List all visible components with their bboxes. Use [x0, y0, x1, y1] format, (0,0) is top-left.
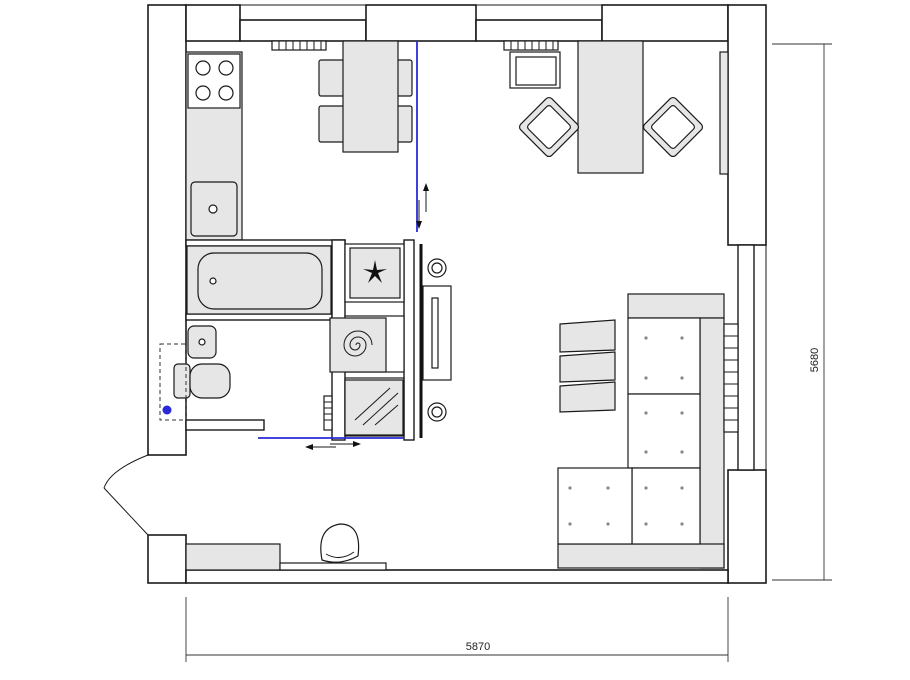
tv-partition	[419, 244, 452, 438]
side-tables	[559, 319, 616, 413]
armchair-right	[642, 96, 704, 158]
washing-machine	[329, 315, 405, 373]
radiator-kitchen	[271, 40, 327, 51]
sliding-arrow-horizontal	[305, 441, 361, 450]
height-label: 5680	[809, 348, 821, 372]
width-label: 5870	[466, 641, 490, 653]
towel-radiator	[323, 395, 333, 431]
armchair-left	[518, 96, 580, 158]
toilet	[173, 363, 231, 399]
radiator-right	[723, 323, 739, 433]
hallway-cabinet	[185, 543, 387, 571]
entrance-door	[103, 454, 186, 536]
work-desk	[509, 40, 729, 175]
pouf	[320, 523, 360, 563]
boiler	[344, 243, 405, 303]
bathtub	[186, 245, 332, 315]
shower-cabin	[344, 377, 405, 437]
washbasin	[187, 325, 217, 359]
dining-table	[318, 40, 413, 153]
width-dimension: 5870	[185, 597, 729, 662]
radiator-living	[503, 40, 559, 51]
kitchen-counter	[185, 51, 243, 241]
corner-sofa	[557, 293, 725, 569]
installation-box	[159, 343, 187, 421]
height-dimension: 5680	[772, 43, 832, 581]
exterior-walls	[147, 4, 767, 584]
sliding-arrow-vertical	[416, 183, 429, 229]
